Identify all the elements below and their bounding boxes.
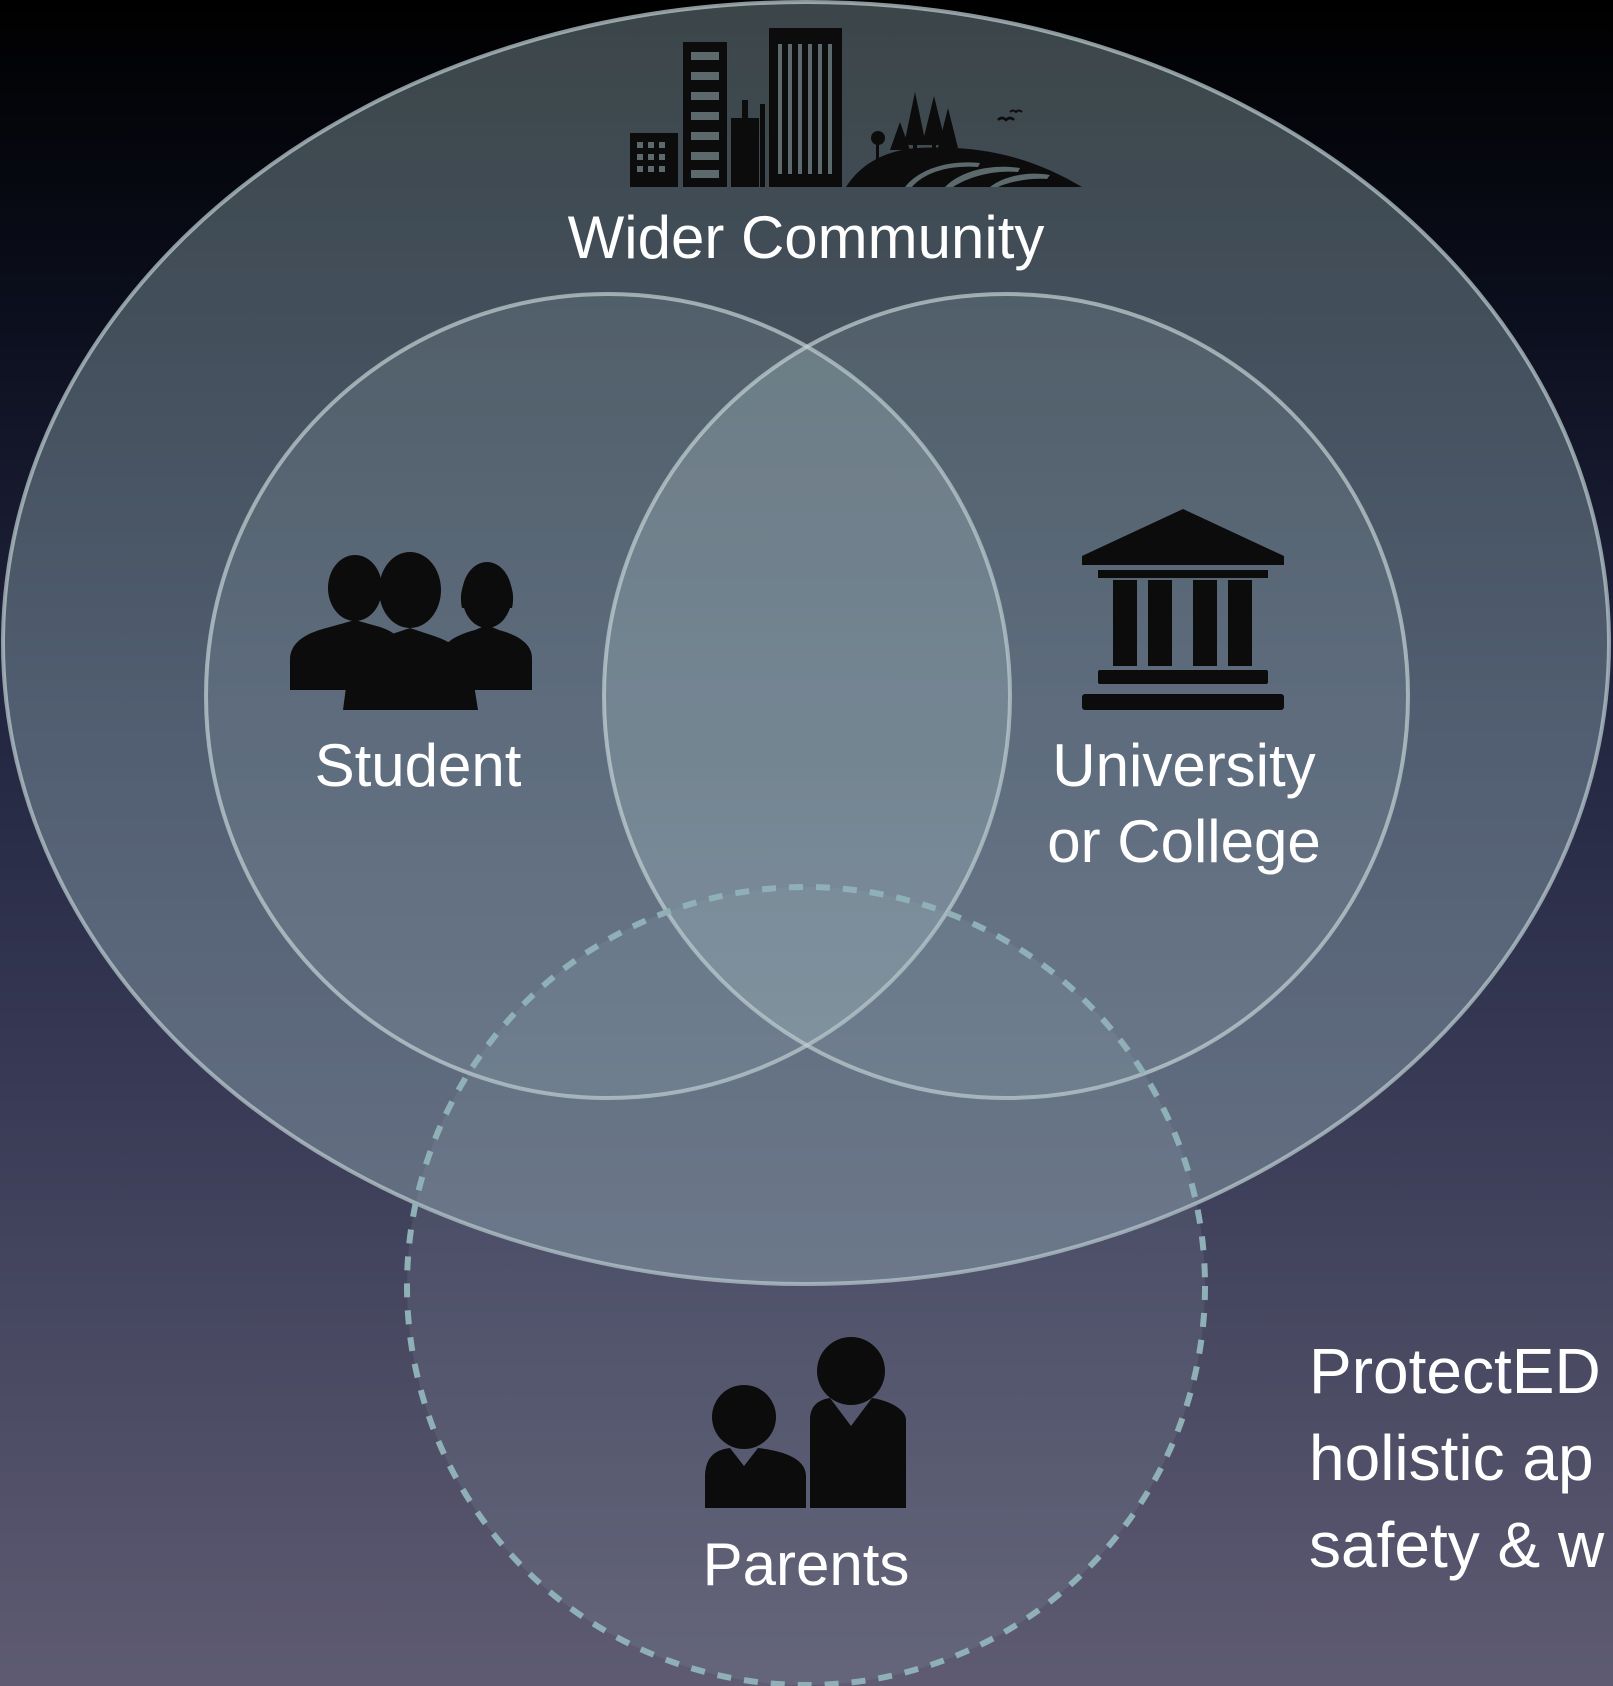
university-label-line1: University [1052, 732, 1315, 799]
wider-community-label: Wider Community [568, 204, 1045, 271]
university-label-line2: or College [1047, 808, 1321, 875]
caption-line-2: holistic ap [1309, 1422, 1594, 1494]
group-of-people-icon [290, 552, 532, 710]
overlap-lens [604, 294, 1010, 1098]
parents-label: Parents [703, 1531, 910, 1598]
caption-line-3: safety & w [1309, 1509, 1605, 1581]
student-circle [204, 292, 1012, 1100]
parents-circle [404, 884, 1208, 1686]
university-circle [602, 292, 1410, 1100]
wider-community-ellipse [1, 0, 1611, 1286]
classical-building-icon [1082, 509, 1284, 710]
student-label: Student [315, 732, 522, 799]
caption-line-1: ProtectED [1309, 1335, 1601, 1407]
parents-icon [705, 1337, 906, 1508]
cityscape-icon [630, 28, 1082, 187]
